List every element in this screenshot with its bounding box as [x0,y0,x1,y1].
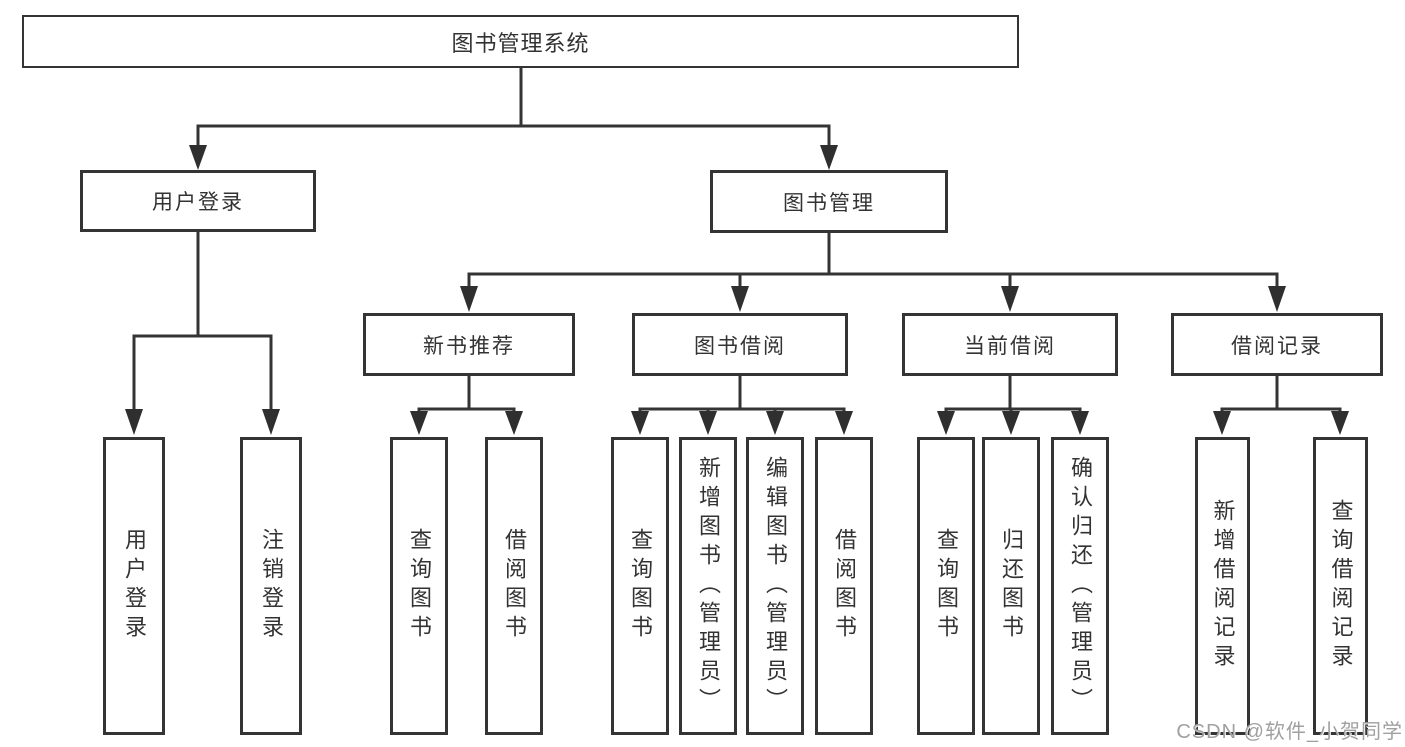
node-label: 查询图书 [934,528,959,644]
leaf-confirm-return-admin: 确认归还（管理员） [1051,437,1109,735]
node-label: 新书推荐 [423,334,515,358]
leaf-user-login: 用户登录 [103,437,165,735]
node-label: 图书管理系统 [451,30,590,56]
node-label: 图书管理 [783,191,875,215]
node-borrowing-records: 借阅记录 [1171,313,1383,376]
node-label: 用户登录 [152,191,244,214]
node-label: 归还图书 [999,528,1024,644]
node-user-login: 用户登录 [80,170,316,232]
node-label: 查询图书 [407,528,432,644]
node-new-book-recommendation: 新书推荐 [363,313,575,376]
node-label: 注销登录 [259,528,284,644]
node-current-borrowing: 当前借阅 [902,313,1118,376]
leaf-return-books: 归还图书 [982,437,1040,735]
leaf-logout: 注销登录 [240,437,302,735]
node-label: 用户登录 [122,528,147,644]
node-label: 新增借阅记录 [1210,499,1236,673]
node-book-borrowing: 图书借阅 [632,313,848,376]
leaf-query-borrow-record: 查询借阅记录 [1313,437,1368,735]
node-label: 图书借阅 [694,334,786,358]
node-label: 查询图书 [628,528,653,644]
node-label: 确认归还（管理员） [1068,455,1093,717]
watermark: CSDN @软件_小贺同学 [1176,721,1403,743]
leaf-add-books-admin: 新增图书（管理员） [679,437,737,735]
leaf-borrow-books: 借阅图书 [485,437,543,735]
leaf-query-books: 查询图书 [917,437,975,735]
node-book-management: 图书管理 [710,170,948,233]
node-label: 借阅记录 [1231,334,1323,358]
node-label: 编辑图书（管理员） [763,455,788,717]
node-label: 新增图书（管理员） [696,455,721,717]
node-library-management-system: 图书管理系统 [22,15,1019,68]
leaf-query-books: 查询图书 [611,437,669,735]
node-label: 查询借阅记录 [1328,499,1354,673]
leaf-edit-books-admin: 编辑图书（管理员） [746,437,804,735]
node-label: 借阅图书 [502,528,527,644]
node-label: 借阅图书 [832,528,857,644]
node-label: 当前借阅 [964,334,1056,358]
leaf-add-borrow-record: 新增借阅记录 [1195,437,1250,735]
leaf-query-books: 查询图书 [390,437,448,735]
leaf-borrow-books: 借阅图书 [815,437,873,735]
